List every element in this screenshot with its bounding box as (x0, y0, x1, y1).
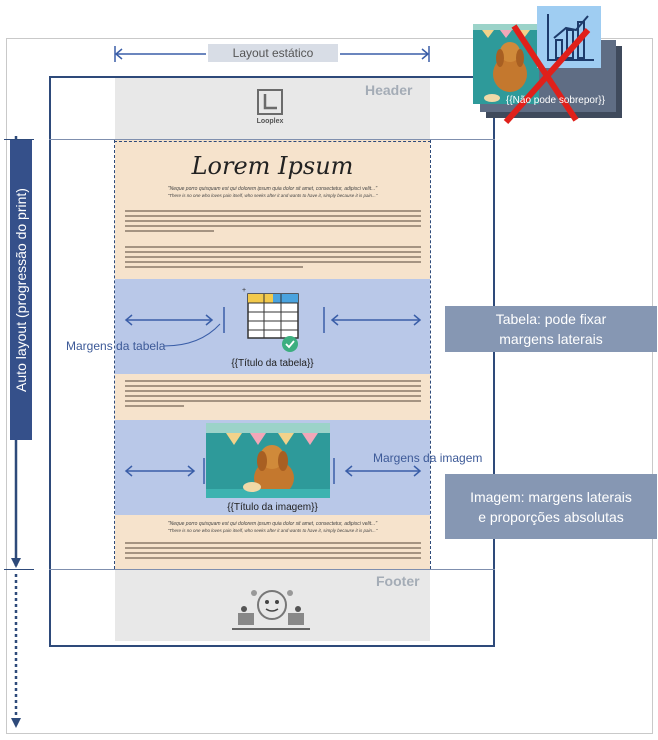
footer-illustration (232, 590, 310, 630)
static-layout-label: Layout estático (208, 44, 338, 62)
image-margin-arrows (124, 458, 422, 484)
table-margins-pointer (163, 323, 221, 347)
content-title: Lorem Ipsum (191, 152, 354, 180)
table-icon: + (242, 287, 299, 352)
paragraph-2 (125, 246, 421, 271)
table-margin-arrows (124, 307, 422, 333)
image-caption: {{Título da imagem}} (227, 502, 318, 513)
header-title: Header (365, 82, 413, 98)
quote-line-2: "There is no one who loves pain itself, … (167, 193, 378, 198)
paragraph-4 (125, 542, 421, 562)
dog-photo (206, 423, 330, 498)
paragraph-3 (125, 380, 421, 410)
quote-line-1-repeat: "Neque porro quisquam est qui dolorem ip… (167, 521, 378, 527)
static-layout-arrow (114, 46, 430, 62)
paragraph-1 (125, 210, 421, 235)
page-frame (49, 76, 495, 647)
image-margins-label: Margens da imagem (373, 451, 483, 465)
footer-title: Footer (376, 573, 420, 589)
auto-layout-label: Auto layout (progressão do print) (10, 140, 32, 440)
quote-line-2-repeat: "There is no one who loves pain itself, … (167, 528, 378, 533)
table-caption: {{Título da tabela}} (231, 358, 314, 369)
overlay-cluster (473, 6, 622, 124)
overlay-note: {{Não pode sobrepor}} (506, 95, 605, 106)
quote-line-1: "Neque porro quisquam est qui dolorem ip… (167, 186, 378, 192)
logo-text: Looplex (256, 118, 284, 125)
outer-frame (6, 38, 653, 734)
table-margins-label: Margens da tabela (66, 339, 166, 353)
svg-text:+: + (242, 287, 246, 294)
looplex-logo-icon (257, 89, 283, 115)
